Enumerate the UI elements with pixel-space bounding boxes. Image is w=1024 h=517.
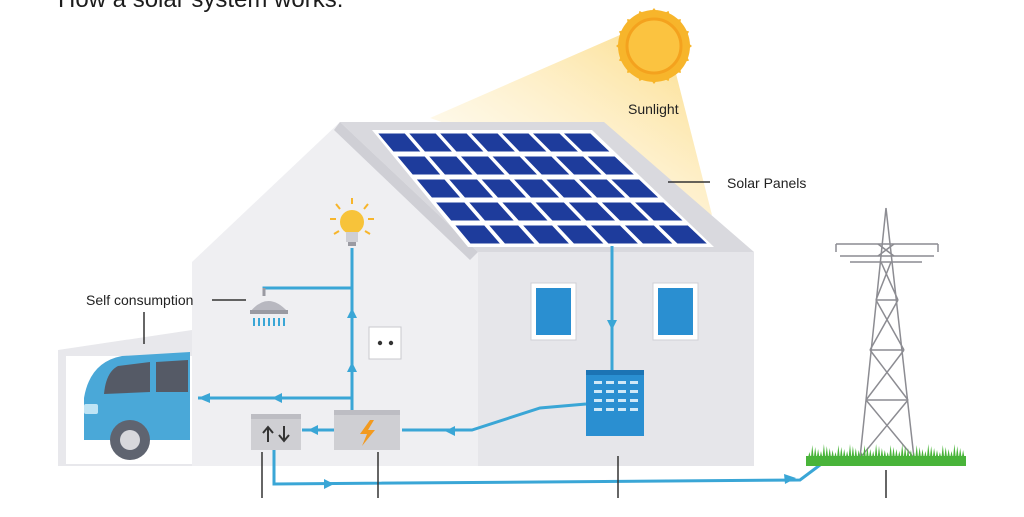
self-consumption-label: Self consumption <box>86 292 194 308</box>
grass <box>806 444 966 466</box>
window-left <box>530 282 577 341</box>
battery-icon <box>586 370 644 436</box>
arrows-up-down-icon <box>251 414 301 450</box>
sunlight-label: Sunlight <box>628 101 679 117</box>
house-gable-wall <box>192 122 478 466</box>
page-title: How a solar system works: <box>58 0 343 14</box>
window-right <box>652 282 699 341</box>
solar-panels-label: Solar Panels <box>727 175 807 191</box>
light-bulb-icon <box>330 198 374 246</box>
flow-arrows <box>198 308 796 489</box>
shower-icon <box>250 288 288 326</box>
sun-icon <box>616 8 692 84</box>
solar-panels <box>372 130 714 247</box>
power-outlet-icon <box>368 326 402 360</box>
car-icon <box>84 352 190 460</box>
transmission-tower-icon <box>835 207 939 459</box>
lightning-bolt-icon <box>334 410 400 450</box>
